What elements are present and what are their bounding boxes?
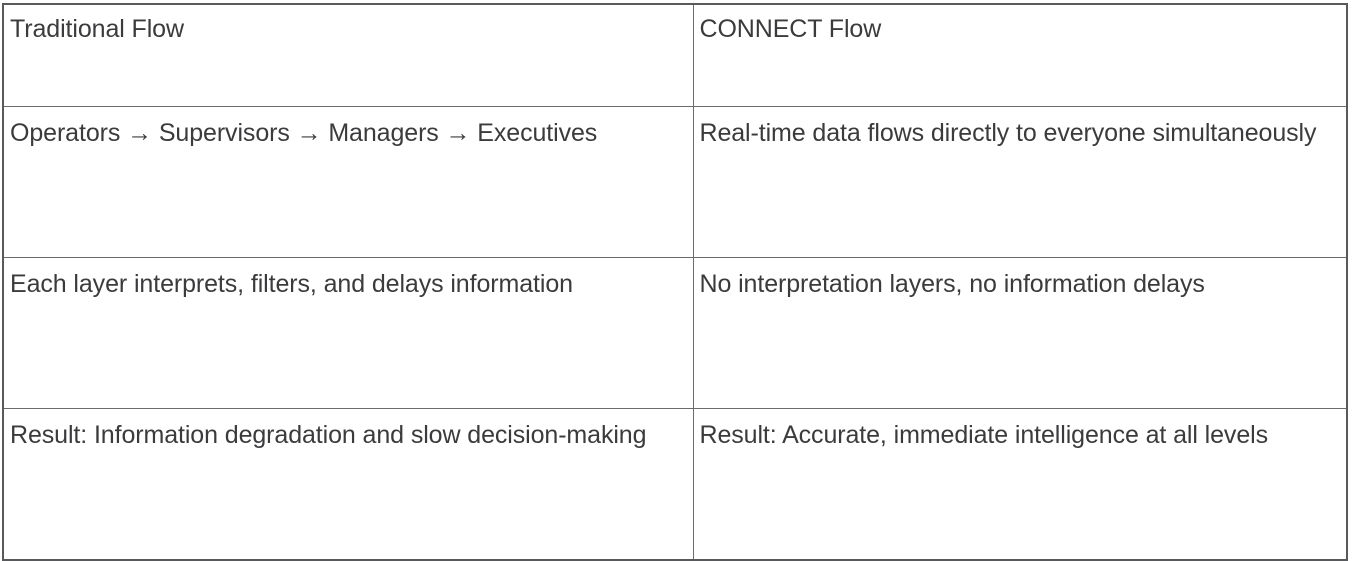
cell-traditional-layer-delays: Each layer interprets, filters, and dela… [2,257,694,409]
table-row: Operators → Supervisors → Managers → Exe… [2,106,1348,258]
table-row: Each layer interprets, filters, and dela… [2,257,1348,409]
column-header-traditional-flow: Traditional Flow [2,3,694,107]
cell-connect-no-layers-text: No interpretation layers, no information… [699,270,1205,298]
column-header-connect-flow-text: CONNECT Flow [699,15,882,43]
cell-traditional-result-text: Result: Information degradation and slow… [10,421,647,449]
cell-traditional-hierarchy-chain: Operators → Supervisors → Managers → Exe… [2,106,694,258]
column-header-traditional-flow-text: Traditional Flow [10,15,184,43]
column-header-connect-flow: CONNECT Flow [692,3,1348,107]
cell-connect-realtime-distribution-text: Real-time data flows directly to everyon… [699,119,1317,147]
flow-comparison-table: Traditional Flow CONNECT Flow Operators … [2,3,1348,561]
table-header-row: Traditional Flow CONNECT Flow [2,3,1348,107]
cell-traditional-hierarchy-chain-text: Operators → Supervisors → Managers → Exe… [10,119,598,147]
cell-traditional-result: Result: Information degradation and slow… [2,408,694,561]
cell-connect-realtime-distribution: Real-time data flows directly to everyon… [692,106,1348,258]
cell-connect-result: Result: Accurate, immediate intelligence… [692,408,1348,561]
table-body: Operators → Supervisors → Managers → Exe… [2,106,1348,561]
comparison-table-container: Traditional Flow CONNECT Flow Operators … [2,3,1348,561]
table-header: Traditional Flow CONNECT Flow [2,3,1348,107]
cell-traditional-layer-delays-text: Each layer interprets, filters, and dela… [10,270,573,298]
cell-connect-result-text: Result: Accurate, immediate intelligence… [699,421,1269,449]
cell-connect-no-layers: No interpretation layers, no information… [692,257,1348,409]
table-row: Result: Information degradation and slow… [2,408,1348,561]
